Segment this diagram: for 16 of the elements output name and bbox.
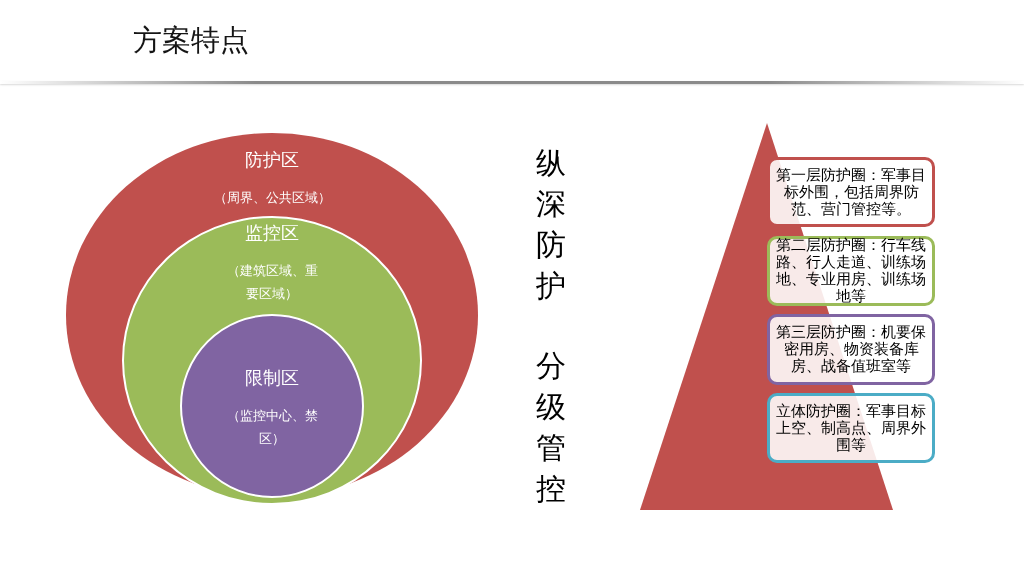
zone-title: 防护区 — [245, 149, 299, 171]
layer-text: 第二层防护圈：行车线路、行人走道、训练场地、专业用房、训练场地等 — [776, 237, 926, 305]
layer-text: 立体防护圈：军事目标上空、制高点、周界外围等 — [776, 402, 926, 454]
layer-box — [767, 314, 935, 385]
layer-text: 第三层防护圈：机要保密用房、物资装备库房、战备值班室等 — [776, 324, 926, 375]
vertical-caption: 分级管控 — [535, 347, 567, 508]
vertical-caption: 纵深防护 — [535, 144, 567, 305]
layer-box — [767, 393, 935, 463]
zone-title: 监控区 — [245, 222, 299, 244]
zone-title: 限制区 — [245, 367, 299, 389]
layer-text: 第一层防护圈：军事目标外围，包括周界防范、营门管控等。 — [776, 166, 926, 218]
zone-subtitle: （监控中心、禁区） — [225, 407, 319, 448]
page-title: 方案特点 — [133, 22, 249, 58]
zone-subtitle: （建筑区域、重要区域） — [225, 262, 319, 303]
layer-box — [767, 157, 935, 227]
zone-subtitle: （周界、公共区域） — [213, 190, 331, 206]
